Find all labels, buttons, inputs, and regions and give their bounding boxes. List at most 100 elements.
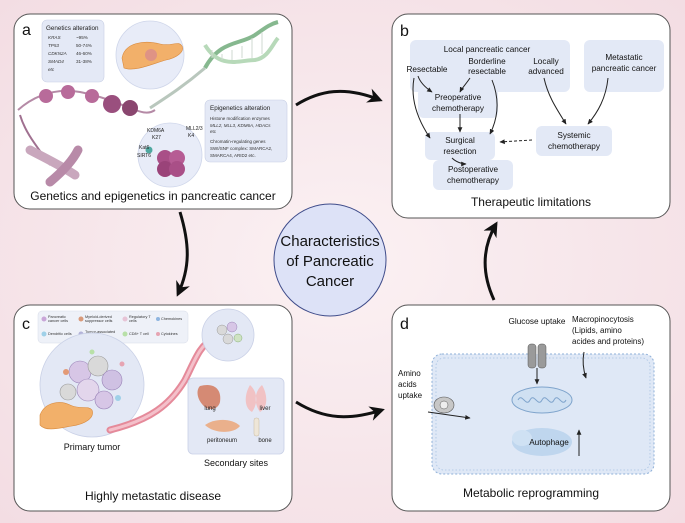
locally-line-1: Locally xyxy=(533,57,559,66)
center-title-line-2: of Pancreatic xyxy=(286,253,374,270)
kat6-label: Kat6 xyxy=(139,145,150,151)
legend-label-2b: cells xyxy=(129,319,137,323)
arrow-amino-in xyxy=(427,411,471,420)
panel-a: a Genetics alteration KRAS ~95% TP53 50-… xyxy=(13,13,293,210)
panel-b-letter: b xyxy=(400,23,409,40)
genetics-title: Genetics alteration xyxy=(46,25,99,32)
gene-pct-2: 46-60% xyxy=(76,51,92,56)
gene-name-2: CDKN2A xyxy=(48,51,67,56)
systemic-chemo-box xyxy=(536,126,612,156)
postop-line-1: Postoperative xyxy=(448,165,499,174)
lung-label: lung xyxy=(204,406,215,412)
primary-tumor-label: Primary tumor xyxy=(64,442,121,452)
systemic-line-2: chemotherapy xyxy=(548,142,601,151)
amino-acids-line-1: Amino xyxy=(398,369,421,378)
cd8-t-cell-icon xyxy=(122,331,128,337)
arrow-resectable-surgery xyxy=(412,77,431,139)
mll-label: MLL2/3 xyxy=(186,126,203,132)
tumor-microenvironment-icon xyxy=(59,349,125,410)
legend-label-1a: Myeloid-derived xyxy=(85,315,112,319)
panel-a-caption: Genetics and epigenetics in pancreatic c… xyxy=(30,189,275,203)
preop-chemo-box xyxy=(418,88,498,118)
surgical-resection-box xyxy=(425,132,495,160)
sirt6-label: SIRT6 xyxy=(137,153,151,159)
chromatin-line-1: SWI/SNF complex: SMARCA2, xyxy=(210,146,272,151)
cell-membrane xyxy=(431,353,655,475)
enzyme-icon xyxy=(145,146,153,154)
arrow-a-to-c xyxy=(176,211,190,297)
panel-d-letter: d xyxy=(400,316,409,333)
metastatic-line-1: Metastatic xyxy=(605,53,642,62)
autophage-label: Autophage xyxy=(529,438,569,447)
amino-acid-transporter-icon xyxy=(433,396,455,414)
borderline-line-1: Borderline xyxy=(468,57,506,66)
circulating-tumor-cells-icon xyxy=(216,321,243,345)
surgical-line-1: Surgical xyxy=(445,136,475,145)
genetics-box xyxy=(41,19,105,83)
gene-name-3: SMAD4 xyxy=(48,59,64,64)
cytokine-icon xyxy=(156,332,160,336)
locally-line-2: advanced xyxy=(528,67,564,76)
k27-label: K27 xyxy=(152,135,161,141)
macropinocytosis-line-2: (Lipids, amino xyxy=(572,326,622,335)
gene-pct-0: ~95% xyxy=(76,35,88,40)
mitochondrion-icon xyxy=(511,386,573,414)
metastatic-line-2: pancreatic cancer xyxy=(592,64,657,73)
histone-title: Histone modification enzymes xyxy=(210,116,271,121)
preop-line-2: chemotherapy xyxy=(432,104,485,113)
legend-label-1b: suppressor cells xyxy=(85,319,113,323)
arrow-d-to-b xyxy=(483,221,498,301)
surgical-line-2: resection xyxy=(443,147,477,156)
legend-label-0a: Pancreatic xyxy=(48,315,66,319)
gene-name-0: KRAS xyxy=(48,35,61,40)
panel-c: c Pancreatic cancer cells Myeloid-derive… xyxy=(13,304,293,512)
peritoneum-label: peritoneum xyxy=(207,438,237,444)
mdsc-icon xyxy=(78,316,84,322)
arrow-c-to-d xyxy=(295,400,385,421)
macropinocytosis-line-3: acides and proteins) xyxy=(572,337,644,346)
arrow-metastatic-systemic xyxy=(587,77,609,125)
center-title-line-3: Cancer xyxy=(306,273,354,290)
arrow-systemic-surgery-dashed xyxy=(499,139,533,145)
chromosome-icon xyxy=(25,145,83,187)
amino-acids-line-2: acids xyxy=(398,380,417,389)
legend-label-0b: cancer cells xyxy=(48,319,68,323)
glucose-transporter-icon xyxy=(527,343,547,369)
metastatic-cancer-box xyxy=(584,40,664,92)
dendritic-cell-icon xyxy=(41,331,47,337)
k4-label: K4 xyxy=(188,133,194,139)
chemokine-icon xyxy=(156,317,160,321)
pancreas-icon xyxy=(39,402,93,430)
cycle-arrows xyxy=(176,88,498,421)
epigenetics-box xyxy=(204,99,288,163)
histone-line-2: etc xyxy=(210,129,217,134)
arrow-resectable-preop xyxy=(417,75,433,93)
gene-name-4: etc xyxy=(48,67,55,72)
preop-line-1: Preoperative xyxy=(435,93,482,102)
peritoneum-icon xyxy=(205,419,240,432)
legend-label-3a: Chemokines xyxy=(161,317,182,321)
arrow-a-to-b xyxy=(295,88,383,107)
panel-d-caption: Metabolic reprogramming xyxy=(463,486,599,500)
histone-line-1: MLL2, MLL3, KDM6A, HDACs xyxy=(210,123,271,128)
panel-b-caption: Therapeutic limitations xyxy=(471,195,591,209)
epigenetics-title: Epigenetics alteration xyxy=(210,105,271,112)
arrow-macropinocytosis xyxy=(582,351,587,379)
panel-c-letter: c xyxy=(22,316,30,333)
panel-a-letter: a xyxy=(22,22,31,39)
resectable-label: Resectable xyxy=(407,65,448,74)
gene-pct-1: 50-74% xyxy=(76,43,92,48)
chromatin-line-2: SMARCA4, ARID2 etc. xyxy=(210,153,256,158)
systemic-line-1: Systemic xyxy=(557,131,590,140)
center-title-line-1: Characteristics xyxy=(280,233,379,250)
liver-label: liver xyxy=(259,406,270,412)
tumor-spot-icon xyxy=(145,49,157,61)
secondary-sites-label: Secondary sites xyxy=(204,458,269,468)
legend-label-4a: Dendritic cells xyxy=(48,332,72,336)
postop-chemo-box xyxy=(433,160,513,190)
chromatin-title: Chromatin-regulating genes xyxy=(210,139,266,144)
local-cancer-title: Local pancreatic cancer xyxy=(444,45,531,54)
arrow-locally-systemic xyxy=(543,77,567,125)
gene-name-1: TP53 xyxy=(48,43,59,48)
